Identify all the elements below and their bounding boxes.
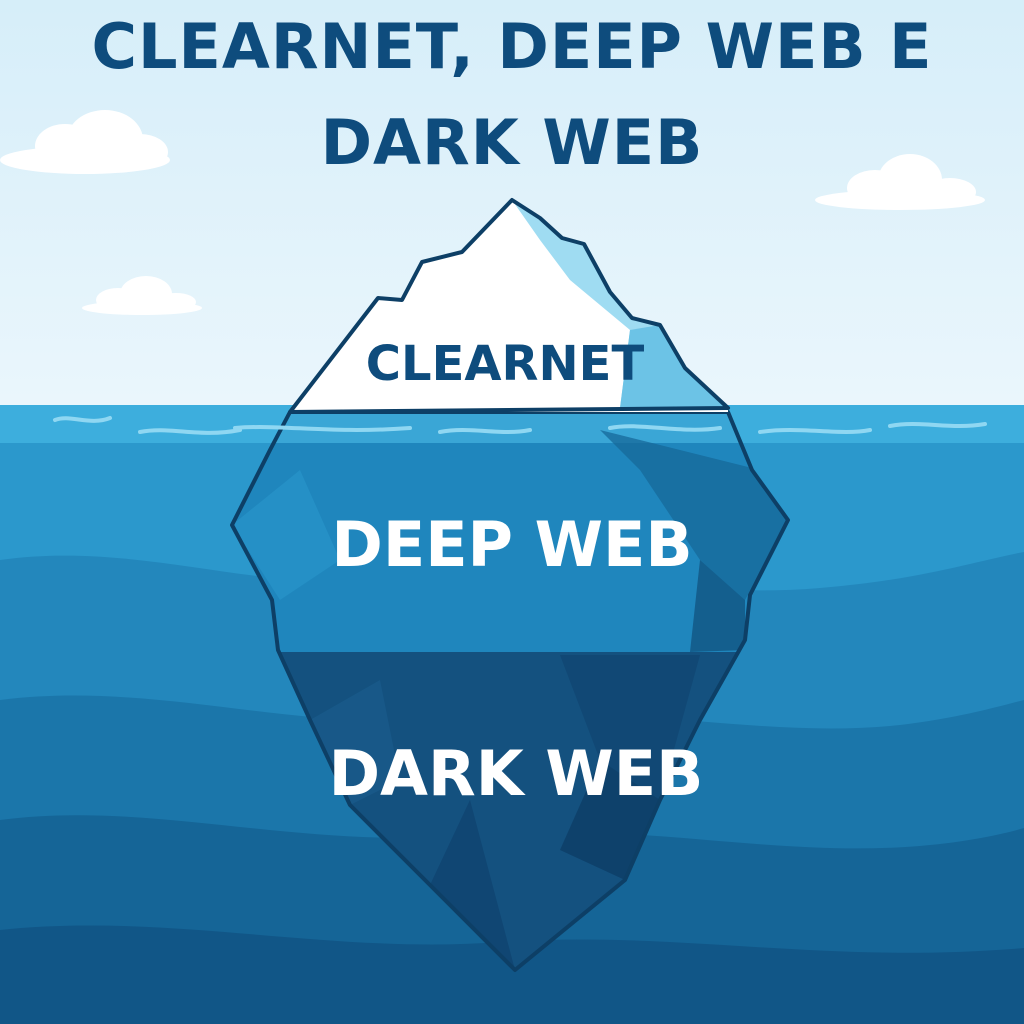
- layer-label-clearnet: CLEARNET: [366, 336, 645, 392]
- iceberg-tip: [288, 198, 730, 414]
- cloud: [82, 276, 202, 315]
- water-ripples: [53, 416, 987, 435]
- cloud: [0, 110, 170, 174]
- layer-label-deep-web: DEEP WEB: [331, 508, 692, 581]
- title-line-1: CLEARNET, DEEP WEB E: [91, 10, 932, 83]
- layer-label-dark-web: DARK WEB: [329, 737, 704, 810]
- title-line-2: DARK WEB: [321, 106, 704, 179]
- cloud: [815, 154, 985, 210]
